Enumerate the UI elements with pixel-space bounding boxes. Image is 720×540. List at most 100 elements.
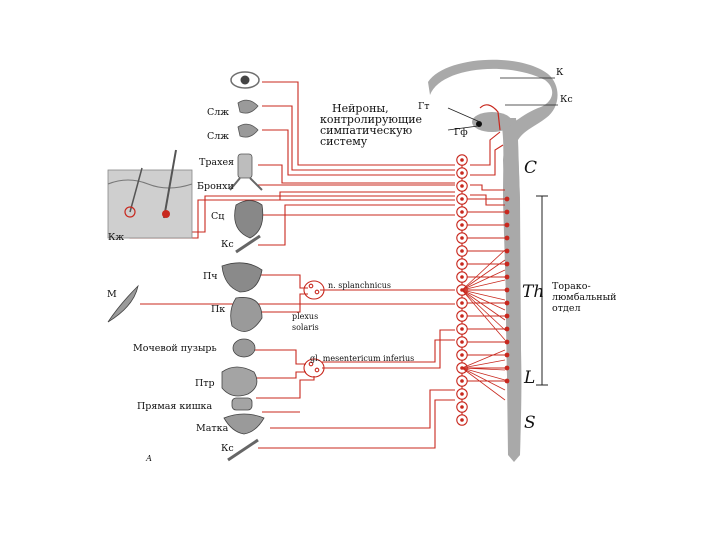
lateral-horn-neuron bbox=[504, 313, 510, 319]
lumbar-fan-line bbox=[461, 359, 506, 369]
organ-lacrimal-gland-2 bbox=[237, 123, 259, 138]
chain-ganglion-nucleus bbox=[460, 184, 464, 188]
label-kc-2: Кс bbox=[221, 443, 234, 454]
lateral-horn-neuron bbox=[504, 222, 510, 228]
label-slzh-1: Слж bbox=[207, 107, 230, 118]
chain-ganglion-nucleus bbox=[460, 223, 464, 227]
splanchnic-fan-line bbox=[461, 289, 506, 311]
organ-bladder bbox=[232, 338, 256, 358]
label-thoraco-1: Торако- bbox=[552, 281, 591, 292]
label-thoraco-3: отдел bbox=[552, 303, 581, 314]
organ-stomach bbox=[230, 297, 263, 332]
label-kc-1: Кс bbox=[221, 239, 234, 250]
smooth-muscle-cell bbox=[107, 284, 139, 323]
label-plexus-1: plexus bbox=[292, 312, 319, 321]
prevertebral-ganglia bbox=[303, 280, 325, 378]
chain-ganglion-nucleus bbox=[460, 314, 464, 318]
chain-ganglion-nucleus bbox=[460, 340, 464, 344]
chain-ganglion-nucleus bbox=[460, 262, 464, 266]
organ-heart bbox=[234, 200, 264, 239]
lateral-horn-neuron bbox=[504, 287, 510, 293]
lateral-horn-neuron bbox=[504, 261, 510, 267]
chain-ganglion-nucleus bbox=[460, 158, 464, 162]
lateral-horn-neuron bbox=[504, 352, 510, 358]
label-neurons-4: систему bbox=[320, 135, 368, 148]
label-slzh-2: Слж bbox=[207, 131, 230, 142]
chain-ganglion-nucleus bbox=[460, 171, 464, 175]
label-splanchnicus: n. splanchnicus bbox=[328, 281, 392, 290]
label-gt: Гт bbox=[418, 101, 430, 112]
splanchnic-fan-line bbox=[461, 289, 506, 301]
lateral-horn-neuron bbox=[504, 209, 510, 215]
splanchnic-fan-line bbox=[461, 249, 506, 291]
lateral-horn-neuron bbox=[504, 365, 510, 371]
label-bladder: Мочевой пузырь bbox=[133, 343, 217, 354]
label-m: М bbox=[107, 289, 117, 300]
organ-intestine bbox=[221, 366, 258, 397]
splanchnic-fan-line bbox=[461, 269, 506, 291]
chain-ganglion-nucleus bbox=[460, 327, 464, 331]
splanchnic-fan-line bbox=[461, 289, 506, 321]
sympathetic-chain bbox=[456, 154, 510, 426]
label-cervical-c: C bbox=[524, 158, 538, 178]
chain-ganglion-nucleus bbox=[460, 197, 464, 201]
label-neurons-2: контролирующие bbox=[320, 113, 423, 126]
splanchnic-fan-line bbox=[461, 259, 506, 291]
chain-ganglion-nucleus bbox=[460, 405, 464, 409]
chain-ganglion-nucleus bbox=[460, 210, 464, 214]
chain-ganglion-nucleus bbox=[460, 236, 464, 240]
label-plexus-2: solaris bbox=[292, 323, 319, 332]
organ-lacrimal-gland-1 bbox=[237, 99, 259, 114]
spinal-cord bbox=[428, 59, 558, 462]
organ-trachea bbox=[229, 153, 263, 191]
thoracolumbar-bracket bbox=[536, 195, 548, 386]
splanchnic-fan-line bbox=[461, 289, 506, 341]
chain-ganglion-nucleus bbox=[460, 249, 464, 253]
chain-ganglion-nucleus bbox=[460, 379, 464, 383]
organ-eye bbox=[230, 71, 260, 89]
lumbar-fan-line bbox=[461, 367, 506, 401]
label-sc: Сц bbox=[211, 211, 225, 222]
label-rectum: Прямая кишка bbox=[137, 401, 213, 412]
lumbar-fan-line bbox=[461, 349, 506, 369]
label-brain-k: К bbox=[556, 67, 564, 78]
chain-ganglion-nucleus bbox=[460, 353, 464, 357]
organ-vessel-1 bbox=[235, 234, 261, 254]
label-mesentericum: gl. mesentericum inferius bbox=[310, 354, 415, 363]
chain-ganglion-nucleus bbox=[460, 301, 464, 305]
brain-pointer-lines bbox=[447, 77, 558, 131]
label-thoraco-2: люмбальный bbox=[552, 292, 617, 303]
chain-ganglion-nucleus bbox=[460, 392, 464, 396]
splanchnic-fan-line bbox=[461, 279, 506, 291]
lateral-horn-neuron bbox=[504, 300, 510, 306]
organ-vessel-2 bbox=[227, 438, 259, 462]
label-bronchi: Бронхи bbox=[197, 181, 234, 192]
chain-ganglion-nucleus bbox=[460, 275, 464, 279]
label-uterus: Матка bbox=[196, 423, 229, 434]
lumbar-fan-line bbox=[461, 367, 506, 381]
label-gf: Гф bbox=[454, 127, 468, 138]
nerve-fibers bbox=[129, 81, 505, 449]
label-pch: Пч bbox=[203, 271, 218, 282]
lateral-horn-neuron bbox=[504, 326, 510, 332]
label-trachea: Трахея bbox=[199, 157, 235, 168]
splanchnic-fan-line bbox=[461, 289, 506, 331]
label-sacral-s: S bbox=[524, 413, 536, 433]
lateral-horn-neuron bbox=[504, 248, 510, 254]
label-figure-letter: А bbox=[146, 454, 153, 463]
lateral-horn-neuron bbox=[504, 274, 510, 280]
label-pk: Пк bbox=[211, 304, 226, 315]
label-brain-kc: Кс bbox=[560, 94, 573, 105]
label-thoracic-th: Th bbox=[522, 282, 545, 302]
organ-rectum bbox=[231, 397, 253, 411]
lumbar-fan-line bbox=[461, 367, 506, 391]
organ-liver bbox=[221, 262, 263, 293]
lateral-horn-neuron bbox=[504, 378, 510, 384]
label-neurons-3: симпатическую bbox=[320, 124, 413, 137]
label-neurons-1: Нейроны, bbox=[332, 102, 389, 115]
lateral-horn-neuron bbox=[504, 339, 510, 345]
lateral-horn-neuron bbox=[504, 235, 510, 241]
lateral-horn-neuron bbox=[504, 196, 510, 202]
label-lumbar-l: L bbox=[524, 368, 536, 388]
